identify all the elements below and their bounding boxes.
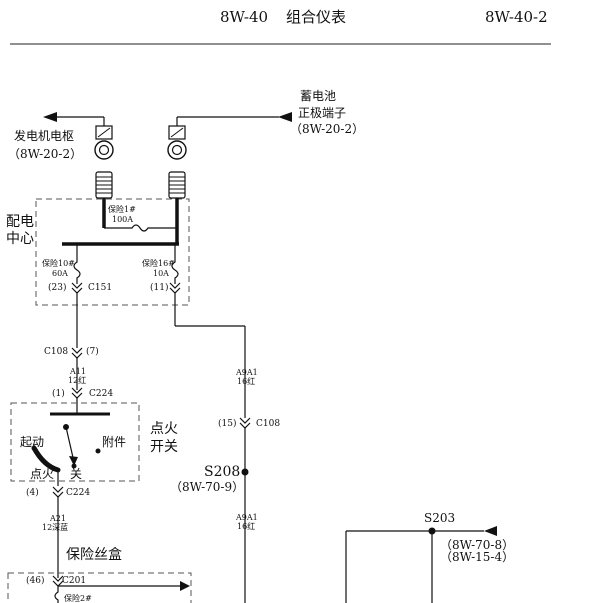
c151-right-connector-icon (169, 282, 181, 294)
c151-left-connector-icon (71, 282, 83, 294)
alternator-ref: （8W-20-2） (8, 147, 82, 161)
c224-top-label: C224 (89, 389, 113, 399)
battery-arrow-icon (278, 112, 292, 122)
c108-left-connector-icon (71, 347, 83, 359)
s208-splice-icon (241, 468, 249, 476)
alternator-eyelet-terminal-icon (94, 125, 114, 160)
s203-ref-2: （8W-15-4） (440, 550, 514, 564)
ignition-switch-label-2: 开关 (150, 439, 178, 455)
c224-bottom-label: C224 (66, 488, 90, 498)
ignition-switch-label: 点火 (150, 421, 178, 437)
c224-bottom-connector-icon (52, 486, 64, 498)
s203-label: S203 (424, 511, 455, 525)
c201-label: C201 (62, 576, 86, 586)
wire-a11-label: A11 (69, 367, 86, 376)
alternator-label: 发电机电枢 (14, 128, 74, 143)
c108-right-label: C108 (256, 419, 280, 429)
ignition-switch-box (10, 402, 140, 482)
s203-ref-1: （8W-70-8） (440, 538, 514, 552)
c151-label: C151 (88, 283, 112, 293)
fuse16-rating: 10A (153, 269, 169, 278)
wire-a9a1-top-color: 16红 (237, 376, 255, 386)
wire-a21-label: A21 (49, 514, 66, 523)
battery-ref: （8W-20-2） (290, 122, 364, 136)
fuse2-symbol-icon (54, 586, 59, 603)
header-page-code: 8W-40 (220, 8, 268, 26)
wire-a11-color: 12红 (68, 375, 86, 385)
fuse-box-arrow-icon (180, 581, 190, 591)
pin23-label: (23) (48, 282, 66, 293)
ignition-contact-off-icon (71, 463, 77, 469)
ignition-on-label: 点火 (30, 467, 54, 481)
battery-terminal-label: 正极端子 (298, 106, 346, 120)
s203-splice-icon (428, 527, 436, 535)
wire-a9a1-top-label: A9A1 (235, 368, 258, 377)
pin7-label: (7) (86, 346, 99, 357)
ignition-off-label: 关 (70, 467, 82, 481)
s208-ref: （8W-70-9） (170, 480, 244, 494)
fuse-box-label: 保险丝盒 (66, 546, 122, 563)
ignition-start-arc-icon (31, 445, 61, 473)
wire-a9a1-bottom-label: A9A1 (235, 513, 258, 522)
fuse1-symbol-icon (104, 224, 177, 232)
fuse10-symbol-icon (73, 244, 81, 284)
s208-label: S208 (204, 464, 240, 480)
fuse1-label: 保险1# (108, 204, 136, 214)
alternator-arrow-icon (43, 112, 57, 122)
battery-eyelet-terminal-icon (167, 125, 187, 160)
s203-arrow-icon (484, 526, 497, 536)
wire-a9a1-bottom-color: 16红 (237, 521, 255, 531)
pdc-label-2: 中心 (6, 231, 34, 247)
c108-right-connector-icon (239, 417, 251, 429)
ignition-contact-accessory-icon (95, 448, 101, 454)
pin1-label: (1) (52, 388, 65, 399)
fuse10-rating: 60A (52, 269, 68, 278)
ignition-accessory-label: 附件 (102, 435, 126, 449)
wire-a21-color: 12深蓝 (42, 522, 68, 532)
fuse2-label: 保险2# (64, 593, 92, 603)
header-page-number: 8W-40-2 (485, 8, 548, 26)
fuse-box (7, 572, 192, 603)
ignition-start-label: 起动 (20, 435, 44, 449)
pin4-label: (4) (26, 487, 39, 498)
c108-left-label: C108 (44, 347, 68, 357)
fuse10-label: 保险10# (42, 258, 75, 268)
pin11-label: (11) (150, 282, 168, 293)
ignition-wiper-arm (65, 426, 75, 463)
ignition-wiper-arrow-icon (69, 456, 78, 466)
header-title: 组合仪表 (286, 8, 346, 26)
pdc-box (35, 198, 190, 306)
pin15-label: (15) (218, 418, 236, 429)
fuse16-symbol-icon (171, 244, 179, 284)
fuse1-rating: 100A (112, 215, 133, 224)
battery-connector-icon (168, 171, 186, 199)
alternator-connector-icon (95, 171, 113, 199)
fuse16-label: 保险16# (142, 258, 175, 268)
battery-label: 蓄电池 (300, 89, 336, 103)
pin46-label: (46) (26, 575, 44, 586)
pdc-label: 配电 (6, 214, 34, 230)
